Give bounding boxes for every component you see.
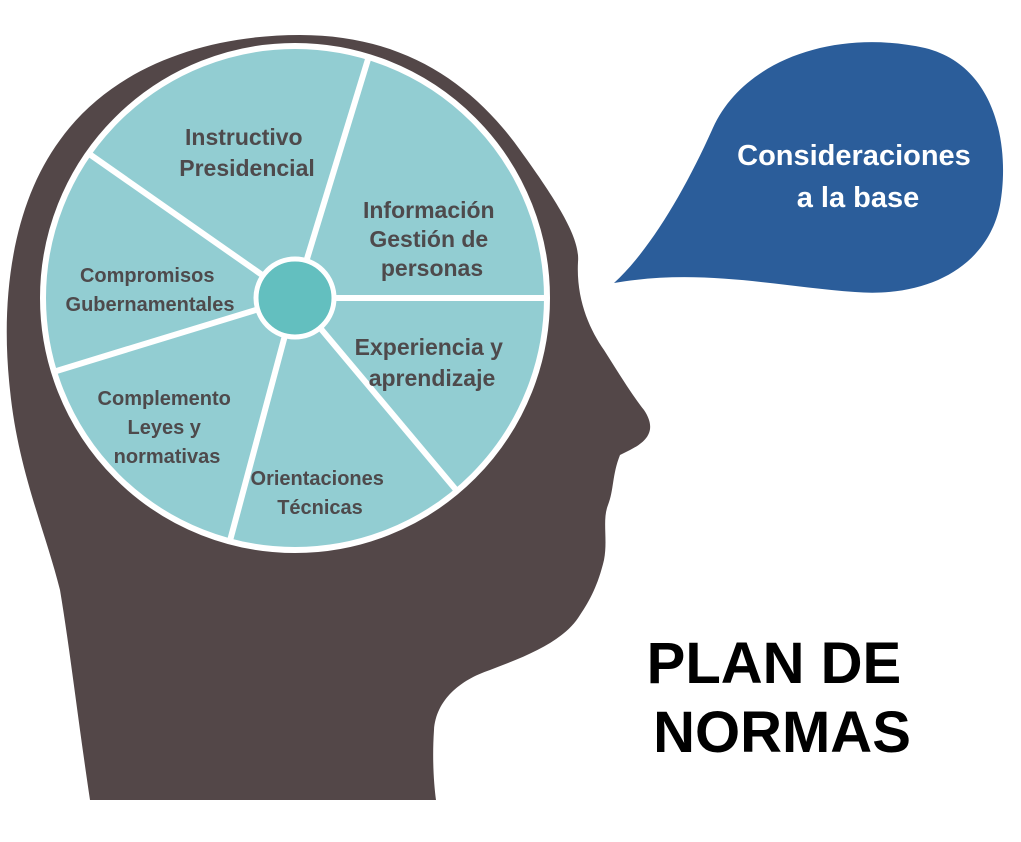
- wheel-divider-line: [86, 151, 297, 301]
- speech-bubble-shape: [614, 42, 1004, 293]
- plan-title: PLAN DE NORMAS: [647, 631, 918, 765]
- wheel-divider-line: [226, 297, 298, 543]
- wheel-dividers: [53, 56, 547, 543]
- segment-label-informacion: Información Gestión de personas: [363, 197, 501, 281]
- wheel-divider-line: [292, 296, 460, 493]
- segment-label-instructivo: Instructivo Presidencial: [179, 124, 315, 181]
- wheel-divider-line: [53, 295, 296, 375]
- speech-bubble: Consideraciones a la base: [614, 42, 1004, 293]
- bubble-text: Consideraciones a la base: [737, 140, 979, 214]
- segment-label-compromisos: Compromisos Gubernamentales: [66, 265, 235, 316]
- wheel-hub: [253, 256, 337, 340]
- wheel-labels: Instructivo Presidencial Información Ges…: [66, 124, 510, 519]
- wheel-divider-line: [292, 56, 372, 299]
- segment-label-experiencia: Experiencia y aprendizaje: [355, 334, 510, 391]
- segment-label-complemento: Complemento Leyes y normativas: [98, 388, 237, 468]
- wheel-diagram: Instructivo Presidencial Información Ges…: [40, 43, 550, 553]
- segment-label-orientaciones: Orientaciones Técnicas: [251, 468, 390, 519]
